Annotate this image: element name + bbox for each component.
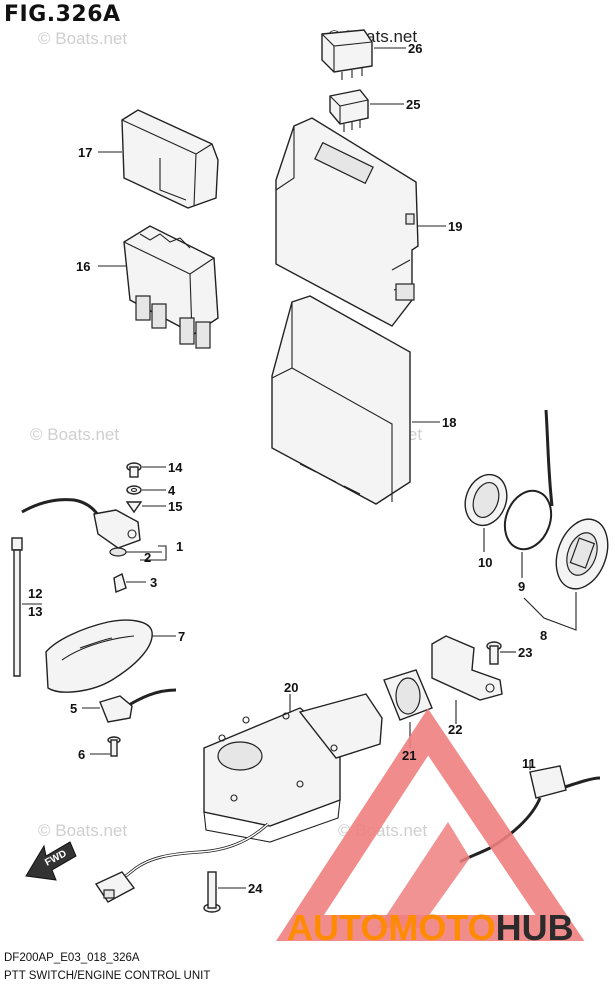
automotohub-logo: AUTOMOTOHUB	[275, 708, 585, 948]
grommet-part-21[interactable]	[383, 669, 433, 721]
cover-part-17[interactable]	[121, 109, 219, 209]
callout-12: 12	[28, 586, 42, 601]
callout-14: 14	[168, 460, 183, 475]
callout-17: 17	[78, 145, 92, 160]
bolt-part-24[interactable]	[203, 871, 221, 913]
bolt-part-14[interactable]	[126, 462, 142, 478]
ecu-bracket-part-19[interactable]	[275, 117, 419, 327]
clip-part-3[interactable]	[113, 572, 127, 593]
callout-9: 9	[518, 579, 525, 594]
callout-22: 22	[448, 722, 462, 737]
callout-4: 4	[168, 483, 176, 498]
callout-5: 5	[70, 701, 77, 716]
watermark-text: © Boats.net	[38, 821, 127, 840]
callout-3: 3	[150, 575, 157, 590]
nut-part-15[interactable]	[125, 501, 143, 514]
logo-word: AUTOMOTOHUB	[287, 907, 574, 948]
forward-arrow-icon: FWD	[25, 841, 77, 881]
o-ring-part-9[interactable]	[497, 484, 559, 555]
relay-part-26[interactable]	[321, 29, 373, 80]
callout-16: 16	[76, 259, 90, 274]
callout-8: 8	[540, 628, 547, 643]
model-code: DF200AP_E03_018_326A	[4, 952, 140, 964]
callout-23: 23	[518, 645, 532, 660]
figure-caption: PTT SWITCH/ENGINE CONTROL UNIT	[4, 970, 211, 982]
switch-part-5[interactable]	[99, 688, 177, 723]
watermark-text: © Boats.net	[38, 29, 127, 48]
connector-part-16[interactable]	[123, 225, 219, 349]
callout-11: 11	[522, 756, 536, 771]
callout-18: 18	[442, 415, 456, 430]
callout-6: 6	[78, 747, 85, 762]
connector-plug[interactable]	[94, 871, 136, 903]
grommet-part-10[interactable]	[458, 469, 513, 532]
grommet-part-8[interactable]	[544, 409, 615, 596]
cover-part-7[interactable]	[45, 619, 153, 693]
screw-part-6[interactable]	[107, 736, 121, 757]
watermark-text: © Boats.net	[30, 425, 119, 444]
cable-tie-part-12[interactable]	[11, 537, 23, 677]
callout-20: 20	[284, 680, 298, 695]
callout-21: 21	[402, 748, 416, 763]
callout-24: 24	[248, 881, 263, 896]
bracket-part-22[interactable]	[431, 635, 503, 701]
sensor-assembly-part-20[interactable]	[203, 693, 383, 843]
ptt-switch-part-1[interactable]	[21, 498, 141, 557]
callout-1: 1	[176, 539, 183, 554]
ecu-part-18[interactable]	[271, 295, 411, 505]
callout-15: 15	[168, 499, 182, 514]
washer-part-4[interactable]	[126, 485, 142, 495]
callout-26: 26	[408, 41, 422, 56]
figure-title: FIG.326A	[4, 2, 121, 27]
callout-7: 7	[178, 629, 185, 644]
callout-19: 19	[448, 219, 462, 234]
callout-10: 10	[478, 555, 492, 570]
callout-25: 25	[406, 97, 420, 112]
bolt-part-23[interactable]	[486, 641, 502, 665]
callout-13: 13	[28, 604, 42, 619]
relay-part-25[interactable]	[329, 89, 369, 132]
callout-2: 2	[144, 550, 151, 565]
